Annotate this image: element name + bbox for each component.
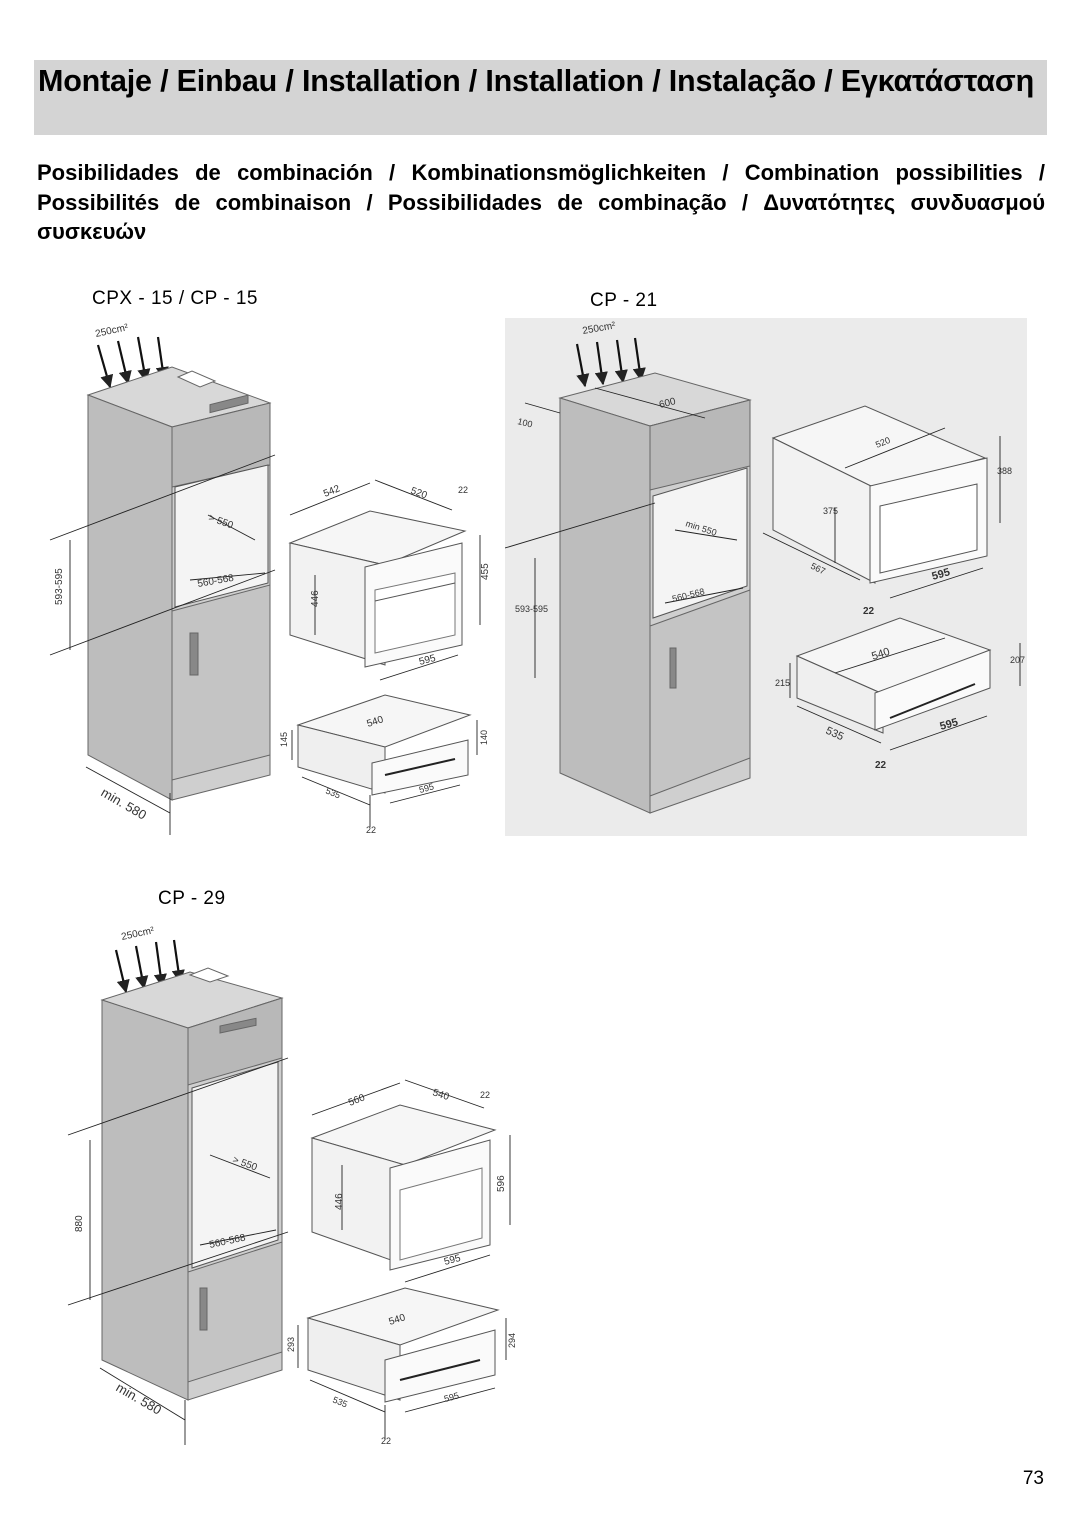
drawer-dim-215: 215: [775, 678, 790, 688]
built-in-oven: [771, 405, 988, 584]
oven-dim-595: 595: [443, 1253, 462, 1268]
oven-dim-540: 540: [431, 1087, 451, 1103]
dim-min-580: min. 580: [99, 785, 150, 823]
figure-cp29-installation: 250cm² 880 > 550 560-568 min. 580: [60, 920, 530, 1450]
dim-100: 100: [517, 416, 534, 429]
model-label-cpx15: CPX - 15 / CP - 15: [92, 288, 258, 309]
drawer-dim-535: 535: [331, 1395, 349, 1410]
oven-dim-595: 595: [418, 653, 437, 668]
dim-880: 880: [74, 1215, 85, 1232]
warming-drawer: [306, 1287, 500, 1403]
oven-dim-455: 455: [480, 563, 491, 580]
drawer-dim-540: 540: [388, 1312, 408, 1328]
built-in-oven: [288, 510, 467, 668]
model-label-cp21: CP - 21: [590, 290, 658, 311]
section-header-bar: Montaje / Einbau / Installation / Instal…: [34, 60, 1047, 135]
drawer-dim-540: 540: [366, 714, 386, 730]
oven-dim-596: 596: [496, 1175, 507, 1192]
drawer-dim-595: 595: [443, 1390, 460, 1404]
dim-600: 600: [658, 396, 677, 411]
drawer-dim-140: 140: [479, 730, 489, 745]
page-number: 73: [1022, 1468, 1044, 1489]
warming-drawer: [296, 694, 472, 796]
drawer-dim-22: 22: [366, 825, 376, 835]
tall-cabinet: [86, 366, 272, 801]
drawer-dim-145: 145: [279, 732, 289, 747]
vent-arrows-icon: [575, 337, 646, 388]
drawer-dim-293: 293: [286, 1337, 296, 1352]
dim-593-595: 593-595: [515, 604, 548, 614]
model-label-cp29: CP - 29: [158, 888, 226, 909]
built-in-oven: [310, 1104, 497, 1271]
drawer-dim-22: 22: [875, 760, 887, 771]
vent-label: 250cm²: [582, 320, 617, 337]
tall-cabinet: [100, 967, 284, 1401]
dim-593-595: 593-595: [54, 568, 65, 605]
oven-dim-446: 446: [334, 1193, 345, 1210]
figure-cp21-installation: 250cm² 600 100 min 550 560-568 593-595: [505, 318, 1027, 836]
drawer-dim-540: 540: [870, 646, 891, 663]
drawer-dim-207: 207: [1010, 655, 1025, 665]
oven-dim-542: 542: [322, 483, 342, 500]
tall-cabinet: [558, 372, 752, 814]
drawer-dim-535: 535: [824, 725, 846, 743]
oven-dim-375: 375: [823, 506, 838, 516]
figure-cpx15-installation: 250cm² 593-595 > 550 560-568 min. 580: [40, 315, 500, 840]
warming-drawer: [795, 617, 992, 734]
drawer-dim-294: 294: [507, 1333, 517, 1348]
drawer-dim-535: 535: [324, 786, 342, 801]
oven-dim-22: 22: [480, 1090, 490, 1100]
vent-label: 250cm²: [120, 925, 156, 943]
section-subtitle: Posibilidades de combinación / Kombinati…: [37, 160, 1045, 244]
drawer-dim-595: 595: [418, 781, 435, 795]
drawer-dim-595: 595: [939, 716, 960, 733]
oven-dim-446: 446: [310, 590, 321, 607]
vent-label: 250cm²: [94, 322, 130, 340]
oven-dim-22: 22: [458, 485, 468, 495]
page-title: Montaje / Einbau / Installation / Instal…: [38, 64, 1034, 98]
oven-dim-520: 520: [409, 485, 429, 501]
drawer-dim-22: 22: [381, 1436, 391, 1446]
oven-dim-560: 560: [347, 1092, 367, 1109]
oven-dim-595: 595: [931, 566, 952, 583]
oven-dim-388: 388: [997, 466, 1012, 476]
oven-dim-22: 22: [863, 606, 875, 617]
